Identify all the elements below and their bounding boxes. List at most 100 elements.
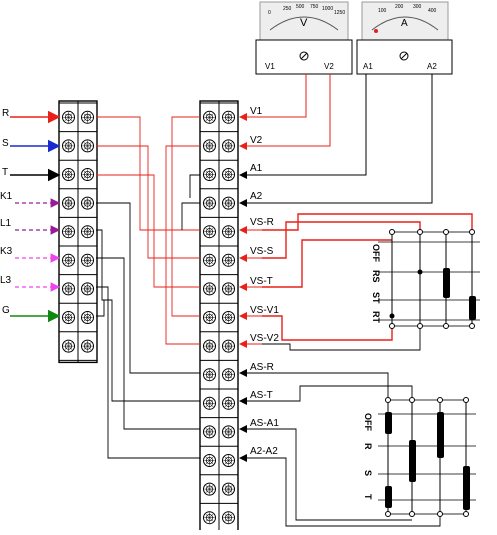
left-terminal-screw-right-icon xyxy=(81,339,94,353)
left-terminal-screw-left-icon xyxy=(62,339,75,353)
input-label-l1: L1 xyxy=(0,218,12,229)
ammeter-scale-2: 300 xyxy=(413,4,422,10)
vs-label-off: OFF xyxy=(371,244,381,262)
right-terminal-screw-right-icon xyxy=(222,425,235,439)
vs-contact-1 xyxy=(443,268,450,298)
ammeter-zero-adjust-icon xyxy=(399,51,409,61)
left-terminal-screw-left-icon xyxy=(62,311,75,324)
voltage-selector-switch: OFF RS ST RT xyxy=(371,229,480,329)
terminal-label-v1: V1 xyxy=(250,106,263,117)
right-terminal-screw-left-icon xyxy=(203,454,216,467)
right-terminal-screw-right-icon xyxy=(222,396,235,410)
left-terminal-screw-right-icon xyxy=(81,110,94,124)
terminal-label-vs-v1: VS-V1 xyxy=(250,305,279,316)
right-terminal-screw-right-icon xyxy=(222,139,235,153)
right-terminal-screw-left-icon xyxy=(203,368,216,382)
vs-label-rs: RS xyxy=(371,270,381,283)
terminal-label-vs-v2: VS-V2 xyxy=(250,333,279,344)
as-label-t: T xyxy=(363,494,373,500)
right-terminal-screw-left-icon xyxy=(203,511,216,525)
right-terminal-screw-right-icon xyxy=(222,454,235,467)
vs-contact-2 xyxy=(469,296,476,320)
terminal-label-a2-a2: A2-A2 xyxy=(250,446,278,457)
voltage-cross-wires xyxy=(96,116,200,345)
left-terminal-screw-right-icon xyxy=(81,168,94,181)
right-terminal-screw-right-icon xyxy=(222,168,235,181)
right-terminal-screw-right-icon xyxy=(222,253,235,267)
right-terminal-block xyxy=(199,100,239,535)
left-terminal-screw-left-icon xyxy=(62,196,75,210)
as-label-s: S xyxy=(363,470,373,476)
left-terminal-screw-right-icon xyxy=(81,311,94,324)
right-terminal-screw-right-icon xyxy=(222,368,235,382)
terminal-label-a1: A1 xyxy=(250,163,263,174)
left-terminal-screw-right-icon xyxy=(81,253,94,267)
ammeter-scale-3: 400 xyxy=(428,8,437,14)
meter-leads xyxy=(262,74,433,204)
voltmeter-terminal-v2: V2 xyxy=(324,62,334,71)
input-wires: R S T K1 L1 K3 L3 G xyxy=(0,108,61,323)
as-contact-1 xyxy=(385,412,392,434)
left-terminal-screw-left-icon xyxy=(62,168,75,181)
lead-v2 xyxy=(262,74,331,147)
right-terminal-screw-right-icon xyxy=(222,482,235,496)
ammeter-unit: A xyxy=(401,18,408,29)
left-terminal-screw-right-icon xyxy=(81,196,94,210)
voltmeter-scale-5: 1250 xyxy=(334,10,345,16)
right-terminal-screw-right-icon xyxy=(222,339,235,353)
ammeter-scale-1: 200 xyxy=(395,4,404,10)
right-terminal-screw-right-icon xyxy=(222,110,235,124)
voltmeter-scale-1: 250 xyxy=(283,6,292,12)
left-terminal-screw-left-icon xyxy=(62,110,75,124)
as-contact-4 xyxy=(463,466,470,510)
vs-label-rt: RT xyxy=(371,311,381,323)
right-terminal-screw-right-icon xyxy=(222,511,235,525)
voltmeter-scale-0: 0 xyxy=(268,10,271,16)
right-terminal-screw-left-icon xyxy=(203,196,216,210)
ammeter-base xyxy=(356,39,453,75)
left-terminal-screw-left-icon xyxy=(62,139,75,153)
terminal-label-v2: V2 xyxy=(250,135,263,146)
voltmeter-face xyxy=(259,1,349,41)
input-label-r: R xyxy=(2,108,9,119)
left-terminal-block xyxy=(58,100,98,364)
as-label-r: R xyxy=(363,443,373,450)
as-contact-3 xyxy=(437,412,444,458)
right-terminal-screw-left-icon xyxy=(203,225,216,239)
voltmeter-zero-adjust-icon xyxy=(299,51,309,61)
right-terminal-screw-left-icon xyxy=(203,253,216,267)
right-terminal-screw-right-icon xyxy=(222,196,235,210)
as-contact-5 xyxy=(385,486,392,508)
ammeter-terminal-a2: A2 xyxy=(427,62,437,71)
voltmeter-arc xyxy=(269,16,339,31)
lead-v1 xyxy=(262,74,307,118)
current-cross-wires xyxy=(96,174,200,459)
voltmeter-scale-2: 500 xyxy=(296,4,305,10)
voltmeter-scale-3: 750 xyxy=(310,4,319,10)
vs-label-st: ST xyxy=(371,292,381,304)
right-terminal-screw-left-icon xyxy=(203,110,216,124)
vs-wires xyxy=(262,213,473,351)
left-terminal-screw-right-icon xyxy=(81,282,94,296)
voltmeter-scale-4: 1000 xyxy=(322,6,333,12)
left-terminal-screw-left-icon xyxy=(62,253,75,267)
terminal-label-vs-r: VS-R xyxy=(250,217,274,228)
left-terminal-screw-right-icon xyxy=(81,225,94,239)
voltmeter-unit: V xyxy=(300,17,308,29)
lead-a2 xyxy=(262,74,433,204)
as-contact-2 xyxy=(409,440,416,482)
terminal-label-vs-s: VS-S xyxy=(250,246,274,257)
terminal-label-as-t: AS-T xyxy=(250,390,273,401)
right-terminal-screw-right-icon xyxy=(222,311,235,324)
right-terminal-screw-right-icon xyxy=(222,225,235,239)
right-terminal-screw-left-icon xyxy=(203,139,216,153)
lead-a1 xyxy=(262,74,367,176)
ammeter-scale-0: 100 xyxy=(378,8,387,14)
voltmeter: 0 250 500 750 1000 1250 V V1 V2 xyxy=(255,1,353,75)
right-terminal-labels: V1 V2 A1 A2 VS-R VS-S VS-T VS-V1 VS-V2 A… xyxy=(239,106,279,462)
right-terminal-screw-left-icon xyxy=(203,339,216,353)
as-wires xyxy=(262,372,441,527)
left-terminal-screw-left-icon xyxy=(62,225,75,239)
terminal-label-as-a1: AS-A1 xyxy=(250,418,279,429)
input-label-g: G xyxy=(2,305,10,316)
